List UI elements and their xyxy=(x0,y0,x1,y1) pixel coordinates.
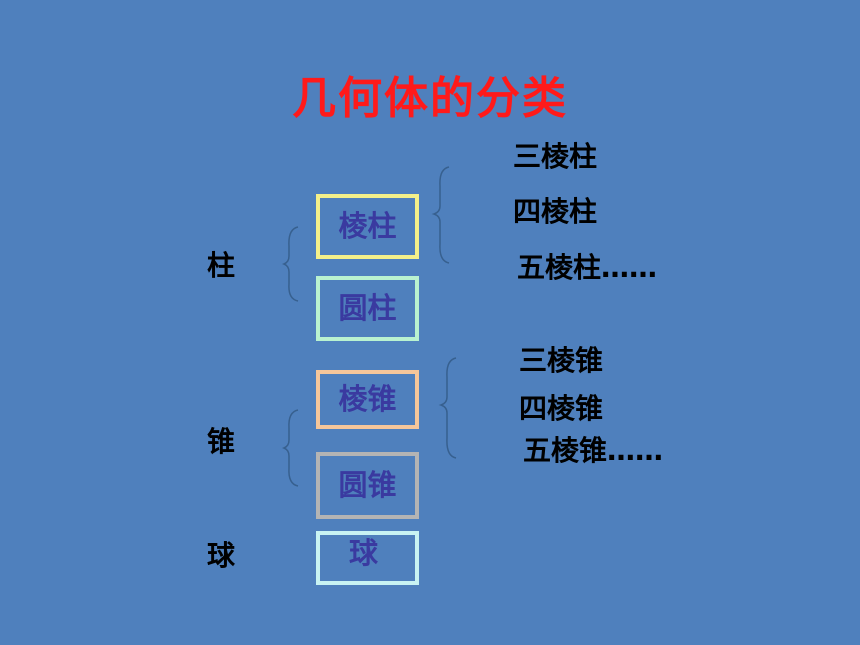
brace-zhui xyxy=(281,409,299,487)
pyramid-item-1: 三棱锥 xyxy=(519,344,604,377)
brace-prisms xyxy=(431,166,450,264)
diagram-title: 几何体的分类 xyxy=(292,73,568,124)
pyramid-item-3: 五棱锥…… xyxy=(523,434,664,467)
box-yuanzhu-label: 圆柱 xyxy=(338,291,397,325)
category-zhui: 锥 xyxy=(207,425,236,458)
prism-item-3: 五棱柱…… xyxy=(517,251,658,284)
pyramid-item-2: 四棱锥 xyxy=(519,392,604,425)
box-yuanzhui-label: 圆锥 xyxy=(338,468,397,502)
category-qiu: 球 xyxy=(207,539,236,572)
box-lengzhui-label: 棱锥 xyxy=(338,382,397,416)
box-yuanzhui: 圆锥 xyxy=(316,452,419,519)
brace-pyramids xyxy=(438,357,457,459)
box-lengzhu: 棱柱 xyxy=(316,194,419,259)
box-lengzhui: 棱锥 xyxy=(316,370,419,429)
category-zhu: 柱 xyxy=(207,249,236,282)
brace-zhu xyxy=(281,226,299,302)
prism-item-2: 四棱柱 xyxy=(513,195,598,228)
box-qiu: 球 xyxy=(316,531,419,585)
prism-item-1: 三棱柱 xyxy=(513,140,598,173)
box-yuanzhu: 圆柱 xyxy=(316,276,419,341)
box-qiu-label: 球 xyxy=(348,536,378,570)
box-lengzhu-label: 棱柱 xyxy=(338,209,397,243)
